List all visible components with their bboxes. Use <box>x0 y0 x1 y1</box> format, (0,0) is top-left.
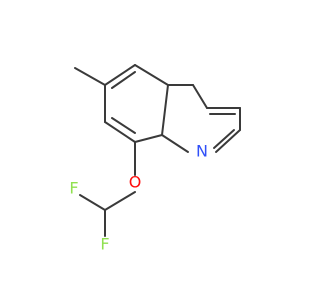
bond-c5-c6 <box>104 64 136 86</box>
atom-f-upper: F <box>69 179 78 198</box>
bond-c1-n-inner <box>213 129 235 149</box>
bond-o-c <box>104 191 136 211</box>
bond-c5-c6-inner <box>111 71 136 89</box>
bond-c7-c8-inner <box>111 117 136 134</box>
bond-c-f1 <box>79 194 106 211</box>
bonds <box>74 64 241 237</box>
bond-c4a-c5 <box>134 64 169 86</box>
bond-c6-methyl <box>74 67 106 86</box>
atom-n: N <box>196 142 208 161</box>
bond-c7-c8 <box>104 121 136 143</box>
bond-c8a-c4a <box>161 84 169 136</box>
bond-n-c8a <box>161 134 189 153</box>
atom-o: O <box>129 173 142 192</box>
atom-f-lower: F <box>100 235 109 254</box>
bond-c8-c8a <box>134 134 163 143</box>
atom-labels: N O F F <box>69 142 208 254</box>
bond-c1-n <box>215 129 241 153</box>
molecule-canvas: N O F F <box>69 64 241 254</box>
bond-c4-c3 <box>192 84 208 109</box>
molecule-structure: N O F F <box>69 64 241 254</box>
